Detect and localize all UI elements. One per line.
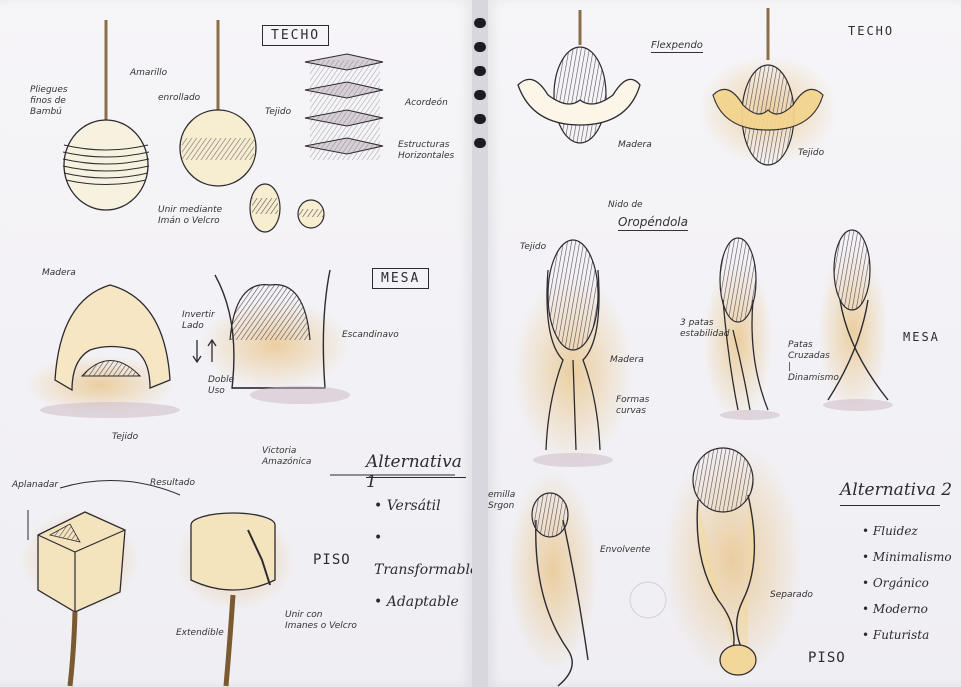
binding-gutter <box>472 0 488 687</box>
alternative-2-item: Futurista <box>862 622 952 648</box>
separado-floor-lamp-sketch <box>663 440 803 680</box>
flexpendo-lamp-sketch <box>518 10 640 143</box>
note-amarillo: Amarillo <box>130 68 167 79</box>
envolvente-floor-lamp-sketch <box>508 470 598 686</box>
right-techo-heading: TECHO <box>848 24 894 38</box>
right-piso-heading: PISO <box>808 650 846 666</box>
accordion-sketch <box>305 54 383 160</box>
note-patas-cruzadas: Patas Cruzadas | Dinamismo <box>788 340 839 384</box>
note-tejido-mesa-right: Tejido <box>520 242 546 253</box>
note-nido: Nido de <box>608 200 643 211</box>
folding-cube-sketch <box>20 510 140 686</box>
crossed-legs-table-sketch <box>818 230 893 415</box>
note-unir: Unir mediante Imán o Velcro <box>158 205 222 227</box>
note-pliegues: Pliegues finos de Bambú <box>30 85 68 118</box>
alternative-2-item: Fluidez <box>862 518 952 544</box>
alternative-2-item: Orgánico <box>862 570 952 596</box>
pleated-lamp-sketch <box>63 20 149 210</box>
alternative-1-list: Versátil Transformable Adaptable <box>374 490 472 618</box>
wooden-table-sketch <box>25 285 180 418</box>
binding-ring <box>474 114 486 124</box>
note-madera-mesa: Madera <box>42 268 76 279</box>
alternative-2-item: Minimalismo <box>862 544 952 570</box>
alternative-2-title: Alternativa 2 <box>840 480 952 500</box>
alternative-1-item: Transformable <box>374 522 472 586</box>
note-tres-patas: 3 patas estabilidad <box>680 318 729 340</box>
note-formas-curvas: Formas curvas <box>616 395 649 417</box>
note-tejido-techo-right: Tejido <box>798 148 824 159</box>
note-unir-con: Unir con Imanes o Velcro <box>285 610 357 632</box>
right-page: TECHO Flexpendo Madera Tejido Nido de Or… <box>488 0 961 687</box>
capsule-lamps-sketch <box>250 184 324 232</box>
note-madera-techo-right: Madera <box>618 140 652 151</box>
binding-ring <box>474 42 486 52</box>
alternative-1-item: Versátil <box>374 490 472 522</box>
note-tejido-mesa: Tejido <box>112 432 138 443</box>
alternative-2-list: Fluidez Minimalismo Orgánico Moderno Fut… <box>862 518 952 648</box>
left-page: TECHO Pliegues finos de Bambú Amarillo e… <box>0 0 472 687</box>
alternative-2-item: Moderno <box>862 596 952 622</box>
binding-ring <box>474 18 486 28</box>
drum-lamp-sketch <box>175 510 295 686</box>
note-separado: Separado <box>770 590 813 601</box>
note-enrollado: enrollado <box>158 93 200 104</box>
ghost-circle <box>630 582 666 618</box>
left-techo-heading: TECHO <box>262 25 329 46</box>
woven-lamp-sketch <box>698 8 838 165</box>
note-madera-mesa-right: Madera <box>610 355 644 366</box>
note-extendible: Extendible <box>176 628 224 639</box>
note-semilla: emilla Srgon <box>488 490 515 512</box>
alternative-2-rule <box>840 505 940 506</box>
note-tejido-techo: Tejido <box>265 107 291 118</box>
note-aplanadar: Aplanadar <box>12 480 58 491</box>
note-flexpendo: Flexpendo <box>651 40 703 53</box>
left-piso-heading: PISO <box>313 552 351 568</box>
nest-table-sketch <box>513 240 633 467</box>
left-mesa-heading: MESA <box>372 268 429 289</box>
note-invertir: Invertir Lado <box>182 310 215 332</box>
alternative-1-item: Adaptable <box>374 586 472 618</box>
note-acordeon: Acordeón <box>405 98 448 109</box>
note-oropendola: Oropéndola <box>618 215 688 231</box>
note-doble-uso: Doble Uso <box>208 375 234 397</box>
binding-ring <box>474 90 486 100</box>
right-mesa-heading: MESA <box>903 330 940 344</box>
note-escandinavo: Escandinavo <box>342 330 399 341</box>
note-estructuras: Estructuras Horizontales <box>398 140 454 162</box>
alternative-1-rule <box>366 477 466 478</box>
binding-ring <box>474 138 486 148</box>
binding-ring <box>474 66 486 76</box>
note-victoria: Victoria Amazónica <box>262 446 311 468</box>
alternative-1-title: Alternativa 1 <box>366 452 472 492</box>
note-resultado: Resultado <box>150 478 195 489</box>
note-envolvente: Envolvente <box>600 545 650 556</box>
